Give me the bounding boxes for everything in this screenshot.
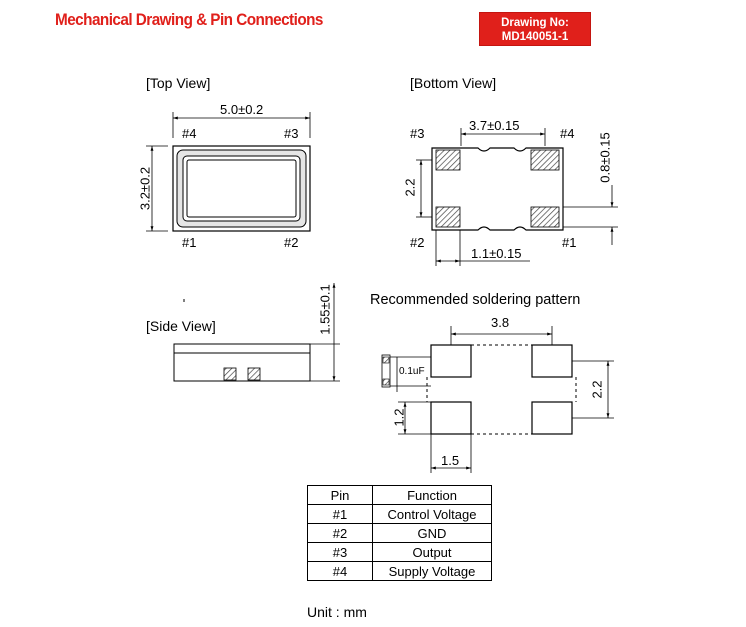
top-pin-1-label: #1 (182, 235, 197, 250)
top-pin-2-label: #2 (284, 235, 299, 250)
bottom-pad-height-dimension: 0.8±0.15 (597, 132, 613, 183)
table-row: #1 Control Voltage (307, 504, 492, 524)
table-cell-function: Control Voltage (372, 504, 492, 524)
pin-function-table: Pin Function #1 Control Voltage #2 GND #… (307, 485, 492, 581)
table-row: #4 Supply Voltage (307, 561, 492, 581)
bottom-vertical-dimension: 2.2 (402, 178, 418, 197)
soldering-vertical-dimension: 2.2 (589, 380, 605, 399)
soldering-pattern-title: Recommended soldering pattern (370, 292, 581, 308)
side-view-drawing (173, 283, 340, 382)
soldering-pad-width-dimension: 1.5 (441, 453, 460, 468)
top-view-label: [Top View] (146, 75, 211, 91)
drawing-number-value: MD140051-1 (501, 31, 569, 43)
table-header-pin: Pin (307, 485, 373, 505)
unit-label: Unit : mm (307, 604, 367, 620)
table-cell-pin: #1 (307, 504, 373, 524)
bottom-pad-spacing-dimension: 3.7±0.15 (469, 118, 520, 133)
table-cell-pin: #4 (307, 561, 373, 581)
table-header-function: Function (372, 485, 492, 505)
capacitor-value-label: 0.1uF (399, 366, 425, 377)
table-header-row: Pin Function (307, 485, 492, 505)
table-row: #2 GND (307, 523, 492, 543)
side-view-label: [Side View] (146, 318, 216, 334)
table-row: #3 Output (307, 542, 492, 562)
top-pin-4-label: #4 (182, 126, 197, 141)
top-pin-3-label: #3 (284, 126, 299, 141)
top-height-dimension: 3.2±0.2 (137, 166, 153, 211)
bottom-view-label: [Bottom View] (410, 75, 497, 91)
drawing-title: Mechanical Drawing & Pin Connections (55, 10, 323, 29)
drawing-number-badge: Drawing No: MD140051-1 (479, 12, 591, 46)
bottom-pin-2-label: #2 (410, 235, 425, 250)
soldering-horizontal-dimension: 3.8 (491, 315, 510, 330)
bottom-pin-1-label: #1 (562, 235, 577, 250)
bottom-pad-width-dimension: 1.1±0.15 (471, 246, 522, 261)
bottom-pin-4-label: #4 (560, 126, 575, 141)
top-width-dimension: 5.0±0.2 (220, 102, 264, 117)
soldering-pattern-drawing (381, 326, 614, 473)
table-cell-function: GND (372, 523, 492, 543)
table-cell-function: Supply Voltage (372, 561, 492, 581)
top-view-drawing (146, 112, 311, 232)
table-cell-pin: #3 (307, 542, 373, 562)
soldering-pad-height-dimension: 1.2 (391, 408, 407, 427)
table-cell-function: Output (372, 542, 492, 562)
bottom-view-drawing (416, 128, 618, 266)
table-cell-pin: #2 (307, 523, 373, 543)
bottom-pin-3-label: #3 (410, 126, 425, 141)
side-height-dimension: 1.55±0.1 (317, 284, 333, 335)
drawing-number-label: Drawing No: (501, 17, 569, 29)
